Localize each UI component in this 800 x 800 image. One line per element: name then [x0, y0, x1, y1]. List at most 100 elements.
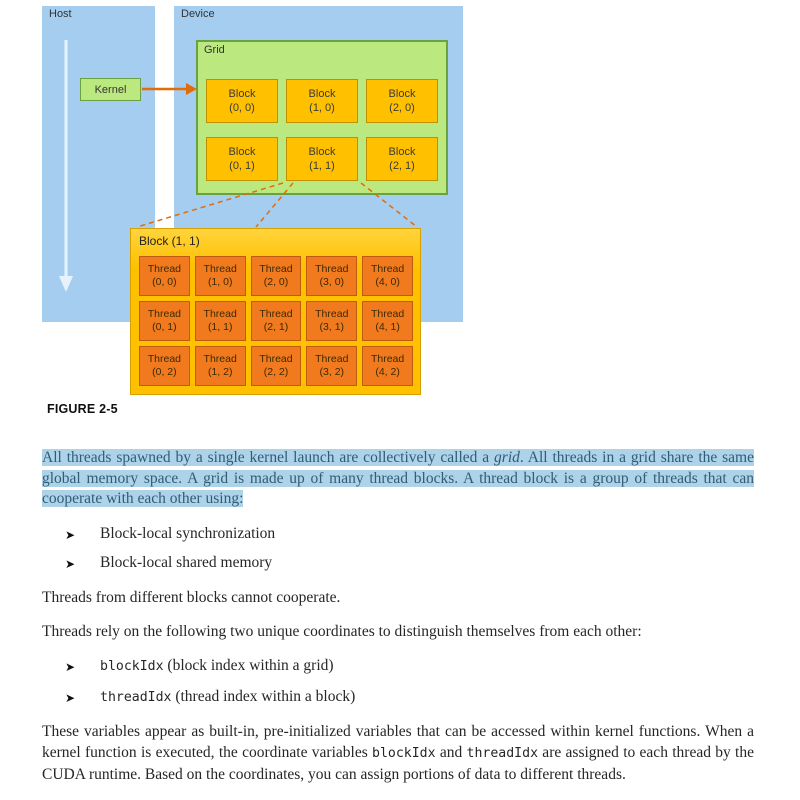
kernel-label: Kernel	[94, 83, 127, 96]
thread-coord: (1, 0)	[207, 276, 233, 288]
thread-cell-4-2: Thread (4, 2)	[362, 346, 413, 386]
expanded-block-1-1: Block (1, 1) Thread (0, 0) Thread (1, 0)…	[130, 228, 421, 395]
thread-coord: (1, 1)	[207, 321, 233, 333]
thread-name: Thread	[203, 308, 237, 320]
thread-cell-2-0: Thread (2, 0)	[250, 256, 302, 296]
thread-cell-2-1: Thread (2, 1)	[250, 301, 302, 341]
para4-part3: are assigned to each thread by the CUDA …	[42, 743, 754, 783]
thread-name: Thread	[370, 263, 405, 275]
para4-part1: These variables appear as built-in, pre-…	[42, 723, 754, 761]
thread-cell-0-0: Thread (0, 0)	[139, 256, 190, 296]
thread-cell-1-0: Thread (1, 0)	[194, 256, 246, 296]
block-name: Block	[228, 88, 256, 100]
code-blockidx-inline: blockIdx	[372, 745, 436, 761]
device-label: Device	[181, 8, 215, 20]
grid-label: Grid	[204, 44, 225, 56]
code-blockidx: blockIdx	[100, 659, 164, 675]
thread-name: Thread	[315, 308, 349, 320]
host-label: Host	[49, 8, 72, 20]
thread-cell-1-2: Thread (1, 2)	[194, 346, 246, 386]
thread-coord: (3, 1)	[319, 321, 345, 333]
grid-block-0-1: Block (0, 1)	[206, 137, 278, 181]
grid-blocks-container: Block (0, 0) Block (1, 0) Block (2, 0) B…	[206, 79, 438, 181]
thread-cell-4-1: Thread (4, 1)	[362, 301, 413, 341]
thread-cell-3-0: Thread (3, 0)	[306, 256, 358, 296]
thread-coord: (1, 2)	[207, 366, 233, 378]
bullet-blockidx: ➤ blockIdx (block index within a grid)	[42, 656, 754, 678]
thread-name: Thread	[259, 263, 293, 275]
highlighted-text: All threads spawned by a single kernel l…	[42, 449, 754, 508]
grid-block-1-1: Block (1, 1)	[286, 137, 358, 181]
bullet-arrow-icon: ➤	[65, 527, 76, 542]
thread-name: Thread	[315, 263, 349, 275]
thread-name: Thread	[259, 308, 293, 320]
threads-container: Thread (0, 0) Thread (1, 0) Thread (2, 0…	[139, 256, 413, 386]
paragraph-no-cooperate: Threads from different blocks cannot coo…	[42, 588, 341, 606]
para4-part2: and	[435, 743, 467, 761]
block-name: Block	[228, 146, 256, 158]
highlight-part1: All threads spawned by a single kernel l…	[42, 449, 495, 466]
block-coord: (2, 0)	[389, 102, 415, 114]
thread-cell-4-0: Thread (4, 0)	[362, 256, 413, 296]
bullet-shared-memory: ➤ Block-local shared memory	[42, 553, 754, 574]
block-name: Block	[308, 88, 336, 100]
thread-cell-0-2: Thread (0, 2)	[139, 346, 190, 386]
figure-caption: FIGURE 2-5	[47, 402, 118, 416]
grid-block-0-0: Block (0, 0)	[206, 79, 278, 123]
thread-name: Thread	[370, 353, 405, 365]
block-name: Block	[308, 146, 336, 158]
thread-name: Thread	[315, 353, 349, 365]
thread-cell-3-2: Thread (3, 2)	[306, 346, 358, 386]
thread-coord: (0, 2)	[152, 366, 177, 378]
grid-block-1-0: Block (1, 0)	[286, 79, 358, 123]
highlight-part2: . All threads in a grid share the same g…	[42, 449, 754, 508]
thread-name: Thread	[203, 353, 237, 365]
thread-cell-3-1: Thread (3, 1)	[306, 301, 358, 341]
thread-coord: (4, 0)	[375, 276, 400, 288]
bullet-text: (block index within a grid)	[163, 657, 334, 675]
bullet-list-block-features: ➤ Block-local synchronization ➤ Block-lo…	[42, 524, 754, 574]
thread-coord: (4, 2)	[375, 366, 400, 378]
thread-cell-1-1: Thread (1, 1)	[194, 301, 246, 341]
grid-block-2-0: Block (2, 0)	[366, 79, 438, 123]
thread-name: Thread	[147, 353, 182, 365]
bullet-arrow-icon: ➤	[65, 557, 76, 572]
bullet-list-coordinates: ➤ blockIdx (block index within a grid) ➤…	[42, 656, 754, 708]
bullet-text: Block-local synchronization	[100, 524, 276, 542]
bullet-text: Block-local shared memory	[100, 554, 273, 572]
thread-coord: (2, 2)	[263, 366, 289, 378]
bullet-threadidx: ➤ threadIdx (thread index within a block…	[42, 687, 754, 709]
thread-coord: (2, 1)	[263, 321, 289, 333]
cuda-grid-figure: Host Device Kernel Grid Block (0, 0) Blo…	[0, 0, 800, 398]
bullet-arrow-icon: ➤	[65, 690, 76, 705]
thread-coord: (3, 2)	[319, 366, 345, 378]
highlight-italic-grid: grid	[494, 449, 520, 466]
thread-coord: (0, 1)	[152, 321, 177, 333]
bullet-text: (thread index within a block)	[171, 687, 356, 705]
paragraph-coordinates: Threads rely on the following two unique…	[42, 622, 642, 640]
body-text: All threads spawned by a single kernel l…	[42, 448, 754, 785]
block-coord: (1, 1)	[309, 160, 335, 172]
code-threadidx-inline: threadIdx	[466, 745, 539, 761]
thread-coord: (4, 1)	[375, 321, 400, 333]
thread-cell-2-2: Thread (2, 2)	[250, 346, 302, 386]
code-threadidx: threadIdx	[100, 689, 172, 705]
expanded-block-title: Block (1, 1)	[139, 234, 200, 248]
bullet-arrow-icon: ➤	[65, 660, 76, 675]
block-coord: (1, 0)	[309, 102, 335, 114]
bullet-block-sync: ➤ Block-local synchronization	[42, 524, 754, 545]
thread-cell-0-1: Thread (0, 1)	[139, 301, 190, 341]
kernel-box: Kernel	[80, 78, 141, 101]
thread-name: Thread	[147, 263, 182, 275]
thread-coord: (2, 0)	[263, 276, 289, 288]
paragraph-grid-definition: All threads spawned by a single kernel l…	[42, 448, 754, 510]
block-name: Block	[388, 146, 416, 158]
block-coord: (0, 0)	[229, 102, 255, 114]
thread-coord: (3, 0)	[319, 276, 345, 288]
thread-name: Thread	[370, 308, 405, 320]
grid-block-2-1: Block (2, 1)	[366, 137, 438, 181]
thread-name: Thread	[203, 263, 237, 275]
block-coord: (2, 1)	[389, 160, 415, 172]
thread-coord: (0, 0)	[152, 276, 177, 288]
paragraph-builtin-variables: These variables appear as built-in, pre-…	[42, 722, 754, 785]
